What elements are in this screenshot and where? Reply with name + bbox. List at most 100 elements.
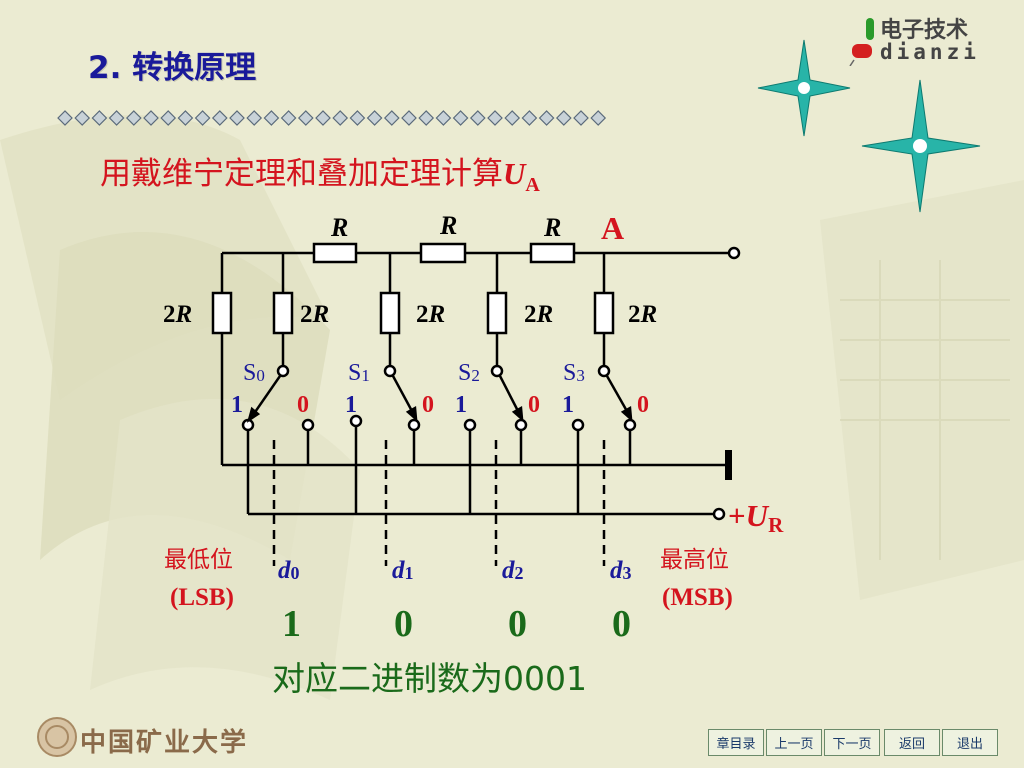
back-button[interactable]: 返回: [884, 729, 940, 756]
switch-contact-1: [463, 418, 477, 432]
switch-name-label: S1: [348, 360, 370, 386]
divider-diamond: [538, 110, 555, 126]
sparkle-star-icon: [861, 79, 981, 213]
shunt-resistor: [593, 291, 615, 335]
shunt-resistor: [486, 291, 508, 335]
university-seal-icon: [37, 717, 77, 757]
divider-diamond: [590, 110, 607, 126]
series-resistor: [419, 242, 467, 264]
output-terminal: [727, 246, 741, 260]
shunt-resistor-label: 2R: [416, 301, 445, 328]
switch-position-1-label: 1: [562, 392, 574, 418]
switch-pivot: [490, 364, 504, 378]
bit-value-d1: 0: [394, 603, 413, 645]
prev-page-button[interactable]: 上一页: [766, 729, 822, 756]
divider-diamond: [573, 110, 589, 126]
subtitle-text: 用戴维宁定理和叠加定理计算: [100, 156, 503, 192]
shunt-resistor-label: 2R: [524, 301, 553, 328]
divider-diamond: [211, 110, 228, 126]
slide-subtitle: 用戴维宁定理和叠加定理计算UA: [100, 148, 540, 197]
divider-diamond: [263, 110, 280, 126]
bit-name-label: d1: [392, 557, 414, 584]
switch-pivot: [383, 364, 397, 378]
switch-contact-0: [514, 418, 528, 432]
divider-diamond: [229, 110, 245, 126]
lsb-label-en: (LSB): [170, 584, 234, 611]
shunt-resistor-label: 2R: [300, 301, 329, 328]
shunt-resistor-label: 2R: [628, 301, 657, 328]
divider-diamond: [487, 110, 503, 126]
divider-diamond: [349, 110, 366, 126]
sparkle-star-icon: [757, 39, 851, 137]
divider-diamond: [143, 110, 159, 126]
divider-diamond: [504, 110, 521, 126]
divider-diamond: [91, 110, 108, 126]
node-a-label: A: [601, 210, 624, 246]
switch-position-0-label: 0: [297, 392, 309, 418]
divider-diamond: [108, 110, 125, 126]
switch-pivot: [276, 364, 290, 378]
ref-subscript: R: [768, 513, 784, 537]
divider-diamond: [315, 110, 331, 126]
switch-contact-0: [407, 418, 421, 432]
ref-plus: +: [728, 498, 746, 533]
divider-diamond: [246, 110, 263, 126]
series-resistor-label: R: [330, 213, 348, 242]
exit-button[interactable]: 退出: [942, 729, 998, 756]
series-resistor-label: R: [543, 213, 561, 242]
shunt-resistor-label: 2R: [163, 301, 192, 328]
divider-diamond: [194, 110, 211, 126]
divider-diamond: [383, 110, 400, 126]
ground-terminal: [725, 450, 732, 480]
university-name: 中国矿业大学: [80, 728, 249, 758]
switch-position-0-label: 0: [422, 392, 434, 418]
switch-name-label: S3: [563, 360, 585, 386]
switch-position-1-label: 1: [455, 392, 467, 418]
divider-diamond: [401, 110, 417, 126]
chapter-index-button[interactable]: 章目录: [708, 729, 764, 756]
divider-diamond: [555, 110, 572, 126]
subtitle-variable: U: [503, 156, 526, 191]
logo-subtitle: dianzi: [880, 40, 980, 64]
divider-diamond: [418, 110, 435, 126]
divider-diamond: [74, 110, 91, 126]
bit-name-label: d3: [610, 557, 632, 584]
switch-contact-1: [571, 418, 585, 432]
bit-name-label: d2: [502, 557, 524, 584]
divider-diamond: [452, 110, 469, 126]
shunt-resistor: [272, 291, 294, 335]
reference-terminal: [712, 507, 726, 521]
divider-diamond: [521, 110, 538, 126]
divider-diamond: [435, 110, 452, 126]
msb-label-en: (MSB): [662, 584, 733, 611]
ref-variable: U: [746, 498, 770, 533]
switch-position-1-label: 1: [231, 392, 243, 418]
next-page-button[interactable]: 下一页: [824, 729, 880, 756]
divider-diamond: [160, 110, 177, 126]
subtitle-subscript: A: [525, 174, 540, 197]
conclusion-text: 对应二进制数为0001: [272, 659, 587, 698]
lsb-label-cn: 最低位: [164, 547, 233, 573]
divider-diamond: [125, 110, 142, 126]
divider-diamond: [297, 110, 314, 126]
switch-position-0-label: 0: [528, 392, 540, 418]
bit-value-d3: 0: [612, 603, 631, 645]
bit-value-d0: 1: [282, 603, 301, 645]
divider-diamond: [280, 110, 297, 126]
divider-diamond: [469, 110, 486, 126]
shunt-resistor: [211, 291, 233, 335]
switch-contact-0: [301, 418, 315, 432]
divider-diamond: [177, 110, 194, 126]
shunt-resistor: [379, 291, 401, 335]
switch-name-label: S0: [243, 360, 265, 386]
switch-contact-0: [623, 418, 637, 432]
divider-diamond: [57, 110, 73, 126]
series-resistor: [529, 242, 576, 264]
series-resistor: [312, 242, 358, 264]
slide-title: 2. 转换原理: [88, 50, 257, 86]
switch-name-label: S2: [458, 360, 480, 386]
bit-name-label: d0: [278, 557, 300, 584]
switch-position-1-label: 1: [345, 392, 357, 418]
